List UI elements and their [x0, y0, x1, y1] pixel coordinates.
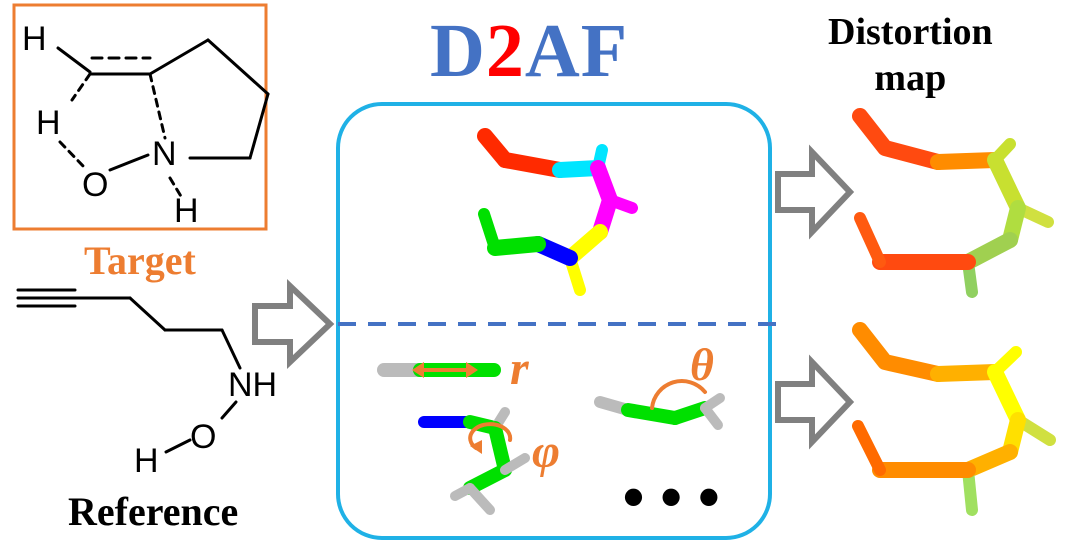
arrows	[252, 144, 855, 450]
arrow-to-map-bottom	[775, 354, 855, 450]
figure-title: D2AF	[430, 8, 628, 95]
target-atom-h-mid: H	[36, 104, 61, 142]
reference-atom-h: H	[134, 442, 159, 480]
symbol-bond-length: r	[510, 342, 529, 395]
target-label: Target	[84, 238, 196, 283]
bond-length-example	[377, 362, 501, 378]
symbol-dihedral: φ	[532, 425, 561, 478]
dihedral-example	[418, 407, 530, 515]
d2af-panel	[336, 102, 772, 540]
target-atom-o: O	[82, 166, 109, 204]
arrow-to-map-top	[775, 144, 855, 240]
title-part-2: 2	[485, 9, 525, 93]
fragment-structure	[477, 128, 638, 296]
target-atom-h-top: H	[22, 20, 47, 58]
distortion-map-top	[852, 108, 1054, 298]
more-coordinates-ellipsis: • • •	[623, 463, 720, 530]
reference-molecule	[16, 288, 242, 454]
distortion-map-bottom	[852, 322, 1056, 516]
distortion-label-line1: Distortion	[828, 11, 993, 53]
reference-atom-nh: NH	[228, 366, 278, 404]
target-atom-h-bottom: H	[174, 192, 199, 230]
symbol-angle: θ	[690, 339, 714, 390]
target-molecule	[56, 38, 270, 200]
title-part-d: D	[430, 9, 486, 93]
title-part-af: AF	[524, 9, 629, 93]
angle-example	[594, 379, 725, 430]
target-box	[12, 3, 268, 231]
arrow-into-panel	[252, 279, 335, 369]
reference-label: Reference	[68, 489, 239, 534]
target-atom-n: N	[152, 135, 177, 173]
distortion-label-line2: map	[874, 56, 947, 99]
distortion-map-label: Distortion map	[828, 10, 993, 101]
reference-atom-o: O	[190, 418, 217, 456]
